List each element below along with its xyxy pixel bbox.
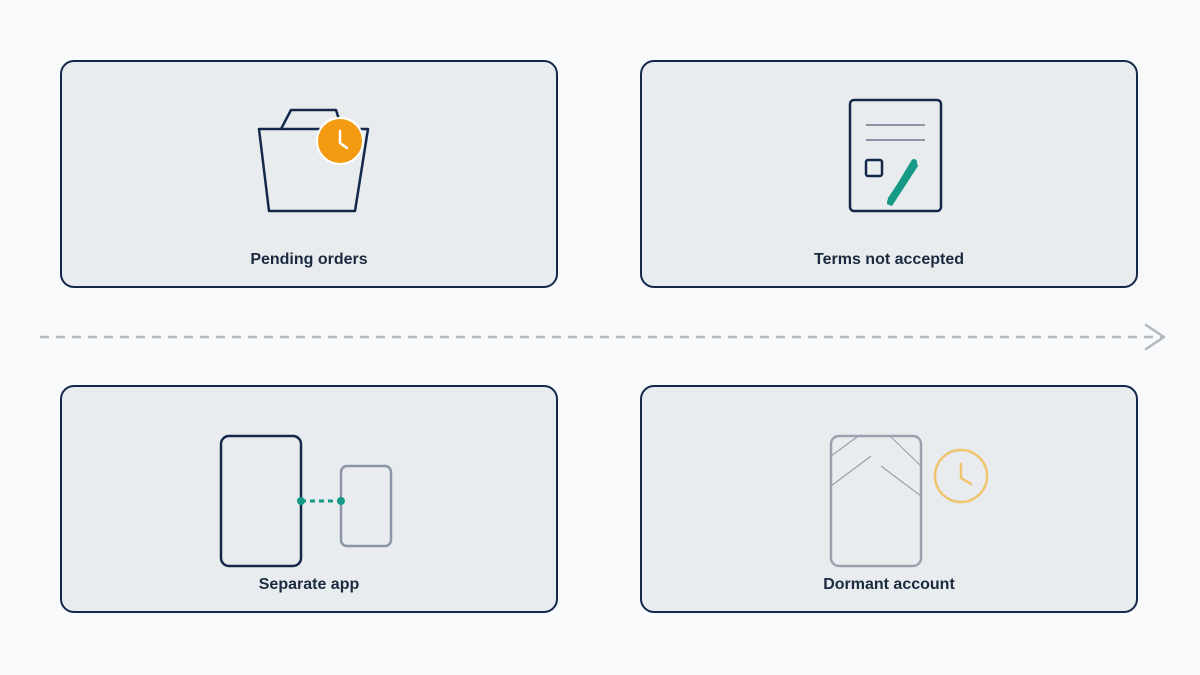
card-dormant-account: Dormant account	[640, 385, 1138, 613]
card-terms-not-accepted: Terms not accepted	[640, 60, 1138, 288]
arrow-head-icon	[1144, 323, 1166, 351]
card-separate-app: Separate app	[60, 385, 558, 613]
folder-clock-icon	[257, 108, 370, 213]
linked-devices-icon	[219, 434, 393, 568]
card-label: Pending orders	[250, 251, 368, 268]
document-checkbox-pen-icon	[848, 98, 943, 213]
card-label: Separate app	[258, 576, 360, 593]
card-pending-orders: Pending orders	[60, 60, 558, 288]
card-label: Dormant account	[823, 576, 955, 593]
faded-device-clock-icon	[829, 434, 989, 568]
card-label: Terms not accepted	[814, 251, 964, 268]
